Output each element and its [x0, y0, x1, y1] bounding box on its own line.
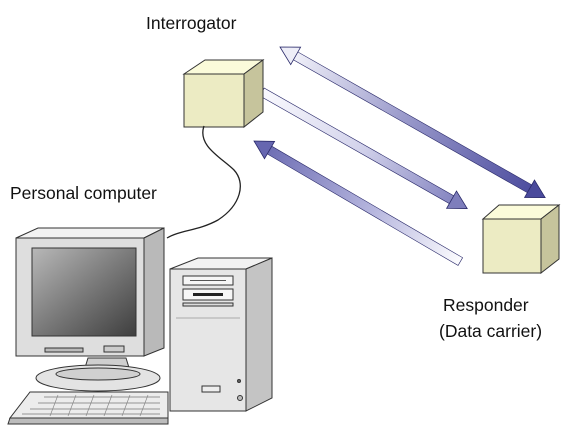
monitor-stand [35, 357, 161, 392]
responder-label: Responder [443, 295, 529, 315]
monitor [15, 227, 165, 357]
arrow-to-responder [259, 87, 468, 209]
data-carrier-label: (Data carrier) [439, 321, 543, 341]
personal-computer-label: Personal computer [10, 183, 157, 203]
interrogator-box [182, 59, 265, 129]
computer-tower [169, 257, 273, 412]
responder-box [481, 203, 561, 275]
connection-cable [166, 125, 241, 239]
arrow-to-interrogator [253, 140, 464, 266]
interrogator-label: Interrogator [146, 13, 237, 33]
double-arrow-interrogator-responder [279, 46, 546, 199]
keyboard [7, 391, 169, 425]
personal-computer [7, 227, 273, 425]
